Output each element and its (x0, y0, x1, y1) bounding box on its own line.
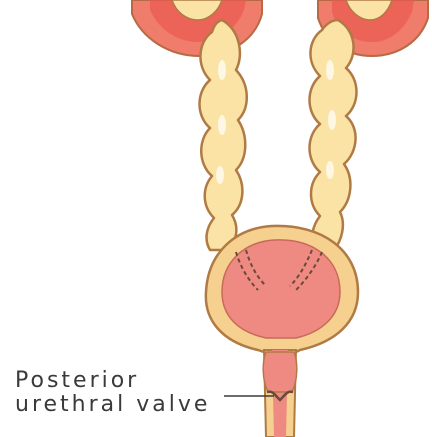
urethra (263, 350, 297, 437)
left-kidney (132, 0, 262, 56)
posterior-urethral-valve-label-line-2: urethral valve (15, 392, 210, 417)
left-ureter (200, 20, 247, 250)
right-ureter (310, 20, 357, 250)
posterior-urethral-valve-label-line-1: Posterior (15, 368, 139, 393)
bladder (206, 226, 358, 352)
